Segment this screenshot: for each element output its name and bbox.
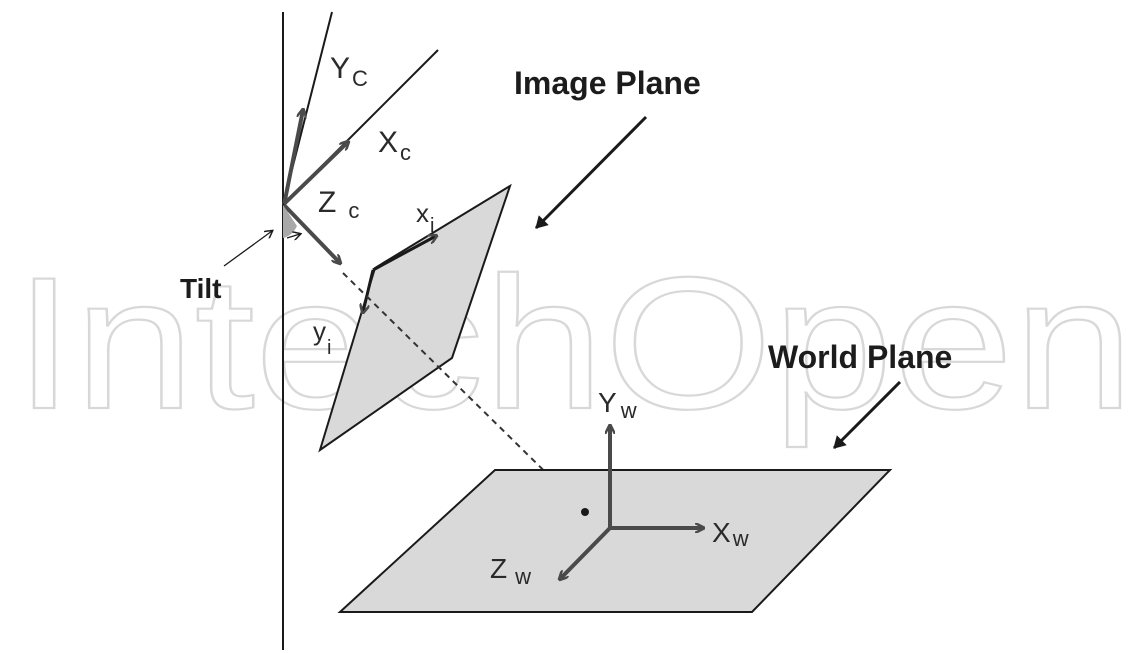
image-plane <box>318 183 512 453</box>
image-y-subscript: i <box>327 337 331 359</box>
projected-point <box>581 508 589 516</box>
tilt-angle-wedge <box>283 205 297 238</box>
world-z-letter: Z <box>490 553 507 584</box>
world-plane-title: World Plane <box>768 339 952 375</box>
world-plane-pointer-arrow <box>832 380 902 450</box>
world-x-label: Xw <box>712 517 749 551</box>
camera-y-axis-arrow <box>282 110 303 206</box>
watermark-text: IntechOpen <box>14 238 1134 448</box>
world-z-subscript: w <box>514 564 531 589</box>
world-y-letter: Y <box>598 387 617 418</box>
image-y-axis-arrow <box>363 269 375 312</box>
camera-y-letter: Y <box>330 52 350 85</box>
image-x-letter: x <box>416 198 429 228</box>
image-x-label: xi <box>416 198 434 237</box>
world-y-subscript: w <box>620 398 637 423</box>
tilt-pointer-arrow <box>223 231 272 267</box>
projection-ray <box>342 272 586 512</box>
camera-z-subscript: c <box>348 198 359 223</box>
world-x-subscript: w <box>732 526 749 551</box>
camera-z-letter: Z <box>318 186 336 219</box>
world-z-axis-arrow <box>560 526 612 579</box>
world-x-letter: X <box>712 517 731 548</box>
image-plane-pointer-arrow <box>534 115 648 230</box>
camera-x-letter: X <box>378 126 398 159</box>
image-x-axis-arrow <box>372 236 436 272</box>
camera-z-axis-arrow <box>282 203 340 263</box>
camera-y-subscript: C <box>352 66 368 91</box>
world-plane <box>337 469 893 613</box>
image-y-letter: y <box>313 316 326 346</box>
tilt-label: Tilt <box>180 273 221 304</box>
image-y-label: yi <box>313 316 331 359</box>
image-x-subscript: i <box>430 215 434 237</box>
camera-x-subscript: c <box>400 140 411 165</box>
camera-y-label: YC <box>330 52 368 91</box>
camera-x-label: Xc <box>378 126 411 165</box>
tilt-small-arrow <box>286 234 300 238</box>
camera-x-axis-arrow <box>282 142 348 206</box>
image-plane-title: Image Plane <box>514 65 701 101</box>
